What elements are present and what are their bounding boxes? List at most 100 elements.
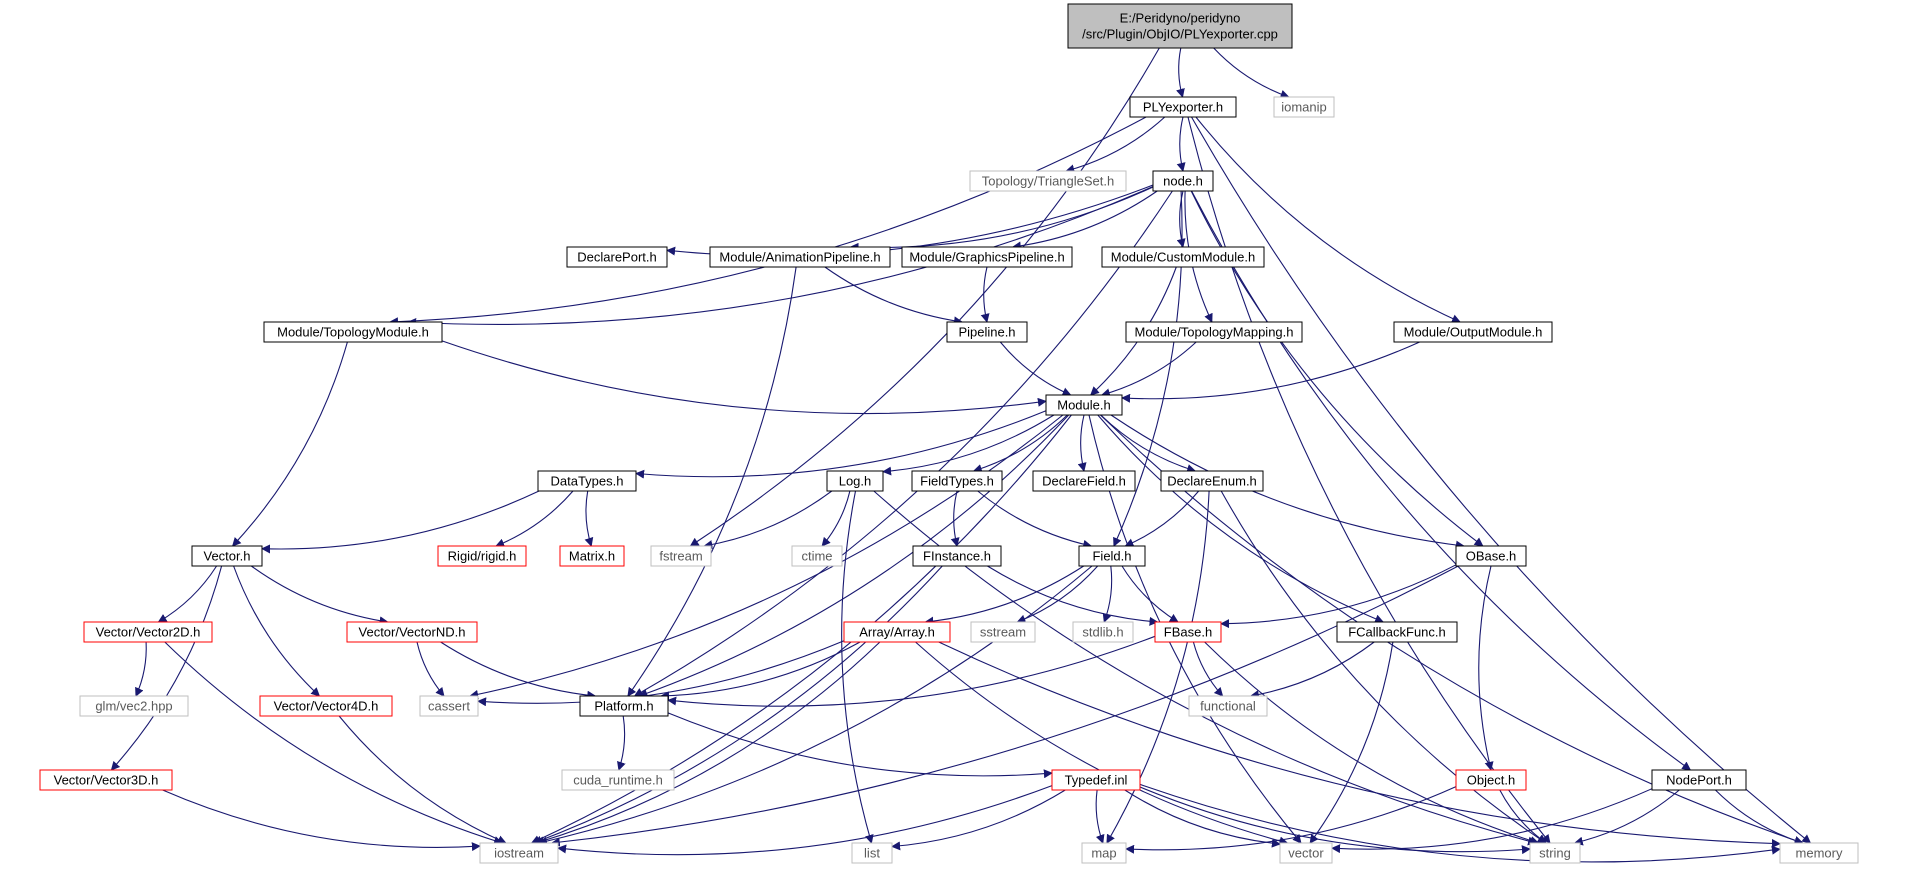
node-label: Module/TopologyMapping.h bbox=[1135, 325, 1294, 340]
node-object-h[interactable]: Object.h bbox=[1455, 769, 1527, 791]
node-iostream[interactable]: iostream bbox=[479, 842, 559, 864]
edge-node_h-to-obase_h bbox=[1190, 190, 1484, 547]
node-typedef-inl[interactable]: Typedef.inl bbox=[1051, 769, 1141, 791]
node-box bbox=[1101, 246, 1265, 268]
node-box bbox=[946, 321, 1028, 343]
node-cuda-runtime-h[interactable]: cuda_runtime.h bbox=[561, 769, 675, 791]
node-fbase-h[interactable]: FBase.h bbox=[1154, 621, 1222, 643]
node-outputmodule-h[interactable]: Module/OutputModule.h bbox=[1393, 321, 1553, 343]
node-module-h[interactable]: Module.h bbox=[1045, 394, 1123, 416]
node-box bbox=[1336, 621, 1458, 643]
edge-module_h-to-platform_h bbox=[638, 414, 1070, 698]
node-label: Log.h bbox=[839, 474, 872, 489]
node-box bbox=[851, 842, 893, 864]
node-vector4d-h[interactable]: Vector/Vector4D.h bbox=[259, 695, 393, 717]
node-vector3d-h[interactable]: Vector/Vector3D.h bbox=[39, 769, 173, 791]
node-memory[interactable]: memory bbox=[1779, 842, 1859, 864]
edge-outputmodule_h-to-module_h bbox=[1121, 341, 1420, 403]
edge-field_h-to-array_h bbox=[924, 565, 1084, 626]
node-iomanip[interactable]: iomanip bbox=[1273, 96, 1335, 118]
node-label: FInstance.h bbox=[923, 549, 991, 564]
node-topology-triangleset-h[interactable]: Topology/TriangleSet.h bbox=[969, 170, 1127, 192]
node-label: OBase.h bbox=[1466, 549, 1517, 564]
node-label: sstream bbox=[980, 625, 1026, 640]
node-log-h[interactable]: Log.h bbox=[826, 470, 884, 492]
node-label: memory bbox=[1796, 846, 1843, 861]
node-array-h[interactable]: Array/Array.h bbox=[843, 621, 951, 643]
node-vector-h[interactable]: Vector.h bbox=[191, 545, 263, 567]
node-animationpipeline-h[interactable]: Module/AnimationPipeline.h bbox=[709, 246, 891, 268]
node-label: Matrix.h bbox=[569, 549, 615, 564]
node-label: DataTypes.h bbox=[551, 474, 624, 489]
node-custommodule-h[interactable]: Module/CustomModule.h bbox=[1101, 246, 1265, 268]
node-declareenum-h[interactable]: DeclareEnum.h bbox=[1160, 470, 1264, 492]
node-plyexporter-h[interactable]: PLYexporter.h bbox=[1129, 96, 1237, 118]
edge-log_h-to-ctime bbox=[821, 490, 851, 547]
edge-fcallbackfunc_h-to-vector bbox=[1309, 641, 1394, 844]
node-nodeport-h[interactable]: NodePort.h bbox=[1651, 769, 1747, 791]
node-label: DeclareEnum.h bbox=[1167, 474, 1257, 489]
node-label: DeclareField.h bbox=[1042, 474, 1126, 489]
edge-node_h-to-nodeport_h bbox=[1191, 190, 1692, 771]
node-label: Module/TopologyModule.h bbox=[277, 325, 429, 340]
edge-typedef_inl-to-vector bbox=[1124, 789, 1281, 848]
node-graphicspipeline-h[interactable]: Module/GraphicsPipeline.h bbox=[901, 246, 1073, 268]
node-platform-h[interactable]: Platform.h bbox=[579, 695, 669, 717]
node-box bbox=[1273, 96, 1335, 118]
edge-topologymodule_h-to-module_h bbox=[441, 340, 1047, 415]
node-datatypes-h[interactable]: DataTypes.h bbox=[537, 470, 637, 492]
node-label: Array/Array.h bbox=[859, 625, 935, 640]
node-fcallbackfunc-h[interactable]: FCallbackFunc.h bbox=[1336, 621, 1458, 643]
node-declarefield-h[interactable]: DeclareField.h bbox=[1032, 470, 1136, 492]
node-box bbox=[970, 621, 1036, 643]
node-vectornd-h[interactable]: Vector/VectorND.h bbox=[346, 621, 478, 643]
node-field-h[interactable]: Field.h bbox=[1078, 545, 1146, 567]
node-map[interactable]: map bbox=[1081, 842, 1127, 864]
edge-nodeport_h-to-vector bbox=[1331, 788, 1653, 854]
node-box bbox=[1279, 842, 1333, 864]
node-root[interactable]: E:/Peridyno/peridyno/src/Plugin/ObjIO/PL… bbox=[1067, 3, 1293, 49]
node-topologymodule-h[interactable]: Module/TopologyModule.h bbox=[263, 321, 443, 343]
node-pipeline-h[interactable]: Pipeline.h bbox=[946, 321, 1028, 343]
node-sstream[interactable]: sstream bbox=[970, 621, 1036, 643]
edge-node_h-to-declareport_h bbox=[666, 184, 1154, 257]
node-matrix-h[interactable]: Matrix.h bbox=[559, 545, 625, 567]
node-node-h[interactable]: node.h bbox=[1152, 170, 1214, 192]
node-box bbox=[437, 545, 527, 567]
node-declareport-h[interactable]: DeclarePort.h bbox=[566, 246, 668, 268]
node-vector2d-h[interactable]: Vector/Vector2D.h bbox=[83, 621, 213, 643]
node-stdlib-h[interactable]: stdlib.h bbox=[1072, 621, 1134, 643]
node-label: stdlib.h bbox=[1082, 625, 1123, 640]
edge-topologymapping_h-to-module_h bbox=[1100, 341, 1197, 398]
edge-fbase_h-to-platform_h bbox=[667, 635, 1156, 707]
node-glm-vec2-hpp[interactable]: glm/vec2.hpp bbox=[79, 695, 189, 717]
node-obase-h[interactable]: OBase.h bbox=[1455, 545, 1527, 567]
node-rigid-h[interactable]: Rigid/rigid.h bbox=[437, 545, 527, 567]
node-list[interactable]: list bbox=[851, 842, 893, 864]
node-box bbox=[263, 321, 443, 343]
node-label: vector bbox=[1288, 846, 1324, 861]
edge-object_h-to-string bbox=[1499, 789, 1547, 844]
edge-animationpipeline_h-to-pipeline_h bbox=[824, 266, 963, 326]
edge-plyexporter_h-to-memory bbox=[1191, 116, 1812, 844]
node-fstream[interactable]: fstream bbox=[650, 545, 712, 567]
node-box bbox=[1393, 321, 1553, 343]
edge-fbase_h-to-string bbox=[1204, 641, 1540, 845]
node-finstance-h[interactable]: FInstance.h bbox=[912, 545, 1002, 567]
node-fieldtypes-h[interactable]: FieldTypes.h bbox=[911, 470, 1003, 492]
node-label: Module/CustomModule.h bbox=[1111, 250, 1256, 265]
node-topologymapping-h[interactable]: Module/TopologyMapping.h bbox=[1125, 321, 1303, 343]
edge-module_h-to-log_h bbox=[882, 414, 1055, 476]
edge-module_h-to-obase_h bbox=[1110, 414, 1465, 550]
edge-node_h-to-graphicspipeline_h bbox=[1011, 190, 1158, 251]
edge-array_h-to-cassert bbox=[477, 640, 845, 707]
node-box bbox=[1032, 470, 1136, 492]
node-functional[interactable]: functional bbox=[1188, 695, 1268, 717]
edge-module_h-to-memory bbox=[1100, 414, 1804, 845]
node-ctime[interactable]: ctime bbox=[791, 545, 843, 567]
node-vector[interactable]: vector bbox=[1279, 842, 1333, 864]
node-string[interactable]: string bbox=[1529, 842, 1581, 864]
node-label: functional bbox=[1200, 699, 1256, 714]
node-label: iomanip bbox=[1281, 100, 1327, 115]
node-cassert[interactable]: cassert bbox=[419, 695, 479, 717]
